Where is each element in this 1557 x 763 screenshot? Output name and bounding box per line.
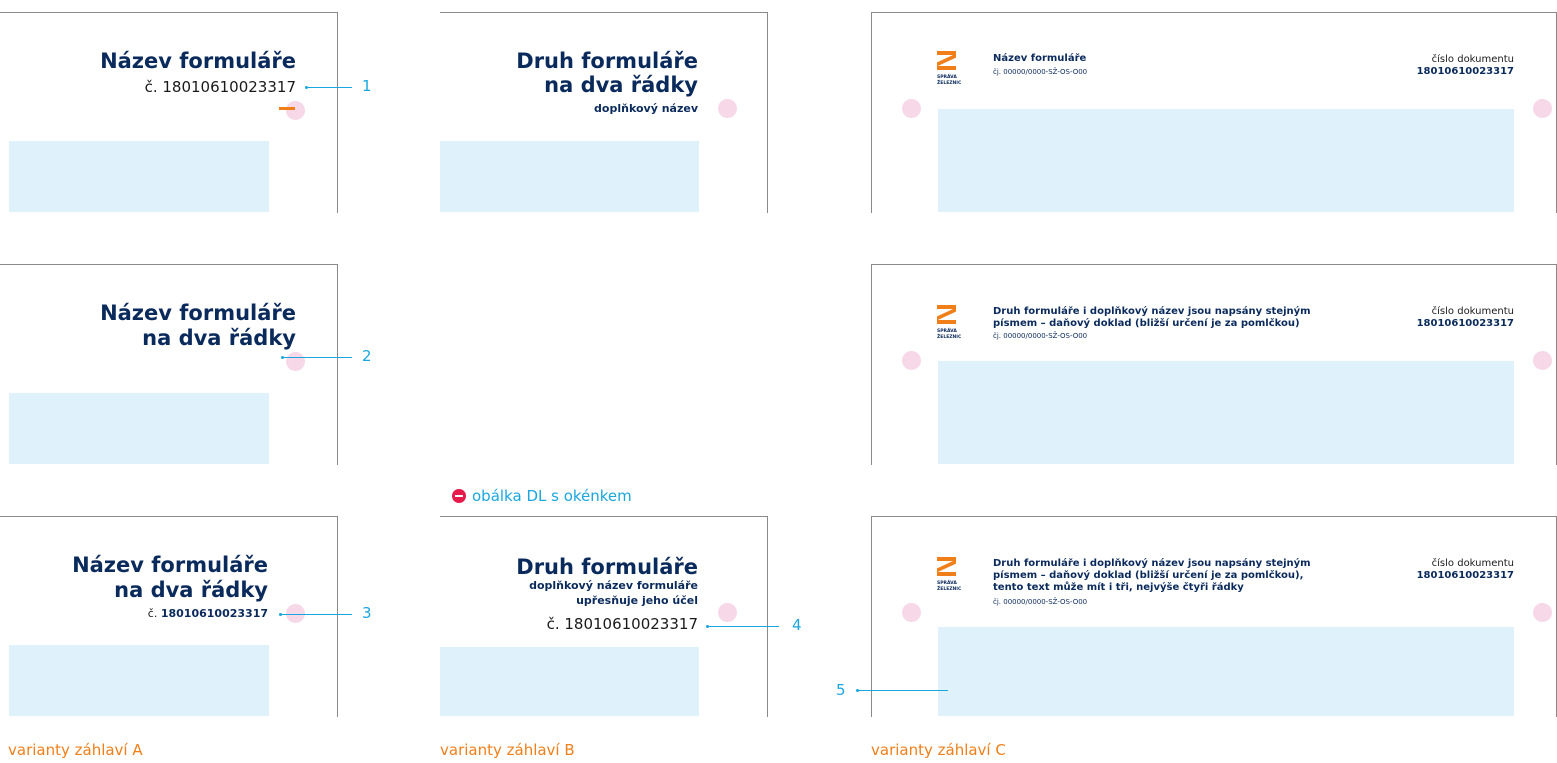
form-subtitle: doplňkový název bbox=[594, 102, 698, 115]
punch-hole-left bbox=[902, 603, 921, 622]
caption-variant-a: varianty záhlaví A bbox=[8, 741, 143, 759]
punch-hole-right bbox=[1533, 351, 1552, 370]
punch-hole-marker bbox=[286, 101, 305, 120]
reference-number: čj. 00000/0000-SŽ-OS-O00 bbox=[993, 68, 1088, 76]
form-title-line-1: Název formuláře bbox=[100, 301, 296, 325]
form-title: Název formuláře bbox=[993, 53, 1087, 64]
company-logo: SPRÁVA ŽELEZNIC bbox=[937, 305, 961, 347]
callout-line bbox=[279, 612, 352, 616]
form-title-line-1: Název formuláře bbox=[72, 553, 268, 577]
address-window bbox=[938, 627, 1514, 716]
punch-hole-marker bbox=[718, 603, 737, 622]
doc-prefix: č. bbox=[147, 607, 161, 620]
reference-number: čj. 00000/0000-SŽ-OS-O00 bbox=[993, 332, 1088, 340]
doc-number-label: číslo dokumentu bbox=[1431, 558, 1514, 569]
company-logo: SPRÁVA ŽELEZNIC bbox=[937, 51, 961, 93]
envelope-note: obálka DL s okénkem bbox=[452, 487, 632, 505]
form-subtitle-line-1: doplňkový název formuláře bbox=[529, 579, 698, 592]
callout-line bbox=[281, 355, 352, 359]
punch-hole-left bbox=[902, 351, 921, 370]
doc-number: 18010610023317 bbox=[1416, 318, 1514, 329]
callout-number: 5 bbox=[836, 681, 846, 699]
document-number: č. 18010610023317 bbox=[0, 607, 268, 620]
no-entry-icon bbox=[452, 489, 466, 503]
callout-number: 1 bbox=[362, 77, 372, 95]
doc-number: 18010610023317 bbox=[160, 607, 268, 620]
form-subtitle-line-2: upřesňuje jeho účel bbox=[576, 594, 698, 607]
doc-number: 18010610023317 bbox=[1416, 66, 1514, 77]
document-number: č. 18010610023317 bbox=[546, 615, 698, 633]
punch-hole-marker bbox=[286, 604, 305, 623]
form-title-line-2: na dva řádky bbox=[544, 73, 698, 97]
address-window bbox=[938, 109, 1514, 212]
punch-hole-right bbox=[1533, 99, 1552, 118]
callout-number: 2 bbox=[362, 347, 372, 365]
company-logo: SPRÁVA ŽELEZNIC bbox=[937, 557, 961, 599]
document-number: č. 18010610023317 bbox=[144, 78, 296, 96]
doc-number: 18010610023317 bbox=[1416, 570, 1514, 581]
callout-line bbox=[305, 85, 352, 89]
caption-variant-c: varianty záhlaví C bbox=[871, 741, 1006, 759]
address-window bbox=[9, 645, 269, 716]
form-title-line-2: na dva řádky bbox=[114, 578, 268, 602]
punch-hole-left bbox=[902, 99, 921, 118]
form-title-line-1: Druh formuláře i doplňkový název jsou na… bbox=[993, 558, 1311, 569]
address-window bbox=[938, 361, 1514, 464]
punch-hole-marker bbox=[718, 99, 737, 118]
address-window bbox=[9, 141, 269, 212]
callout-line bbox=[706, 624, 779, 628]
punch-hole-right bbox=[1533, 603, 1552, 622]
punch-hole-marker bbox=[286, 352, 305, 371]
address-window bbox=[440, 141, 699, 212]
form-title: Druh formuláře bbox=[516, 555, 698, 579]
form-title-line-2: na dva řádky bbox=[142, 326, 296, 350]
form-title: Název formuláře bbox=[100, 49, 296, 73]
address-window bbox=[9, 393, 269, 464]
callout-number: 3 bbox=[362, 604, 372, 622]
form-title-line-1: Druh formuláře bbox=[516, 49, 698, 73]
doc-number-label: číslo dokumentu bbox=[1431, 306, 1514, 317]
fold-mark bbox=[279, 107, 295, 110]
form-title-line-1: Druh formuláře i doplňkový název jsou na… bbox=[993, 306, 1311, 317]
reference-number: čj. 00000/0000-SŽ-OS-O00 bbox=[993, 598, 1088, 606]
address-window bbox=[440, 647, 699, 716]
form-title-line-2: písmem – daňový doklad (bližší určení je… bbox=[993, 318, 1300, 329]
callout-line bbox=[856, 688, 948, 692]
form-title-line-2: písmem – daňový doklad (bližší určení je… bbox=[993, 570, 1304, 581]
caption-variant-b: varianty záhlaví B bbox=[440, 741, 575, 759]
form-title-line-3: tento text může mít i tři, nejvýše čtyři… bbox=[993, 582, 1244, 593]
callout-number: 4 bbox=[792, 616, 802, 634]
envelope-note-text: obálka DL s okénkem bbox=[472, 487, 632, 505]
doc-number-label: číslo dokumentu bbox=[1431, 54, 1514, 65]
